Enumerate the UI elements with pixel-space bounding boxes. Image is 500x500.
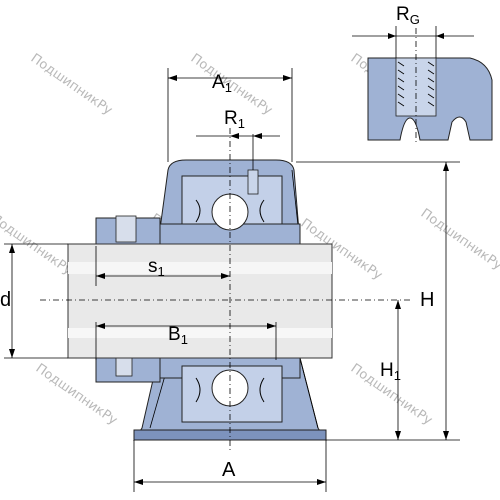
seals-lower <box>195 377 265 403</box>
d-label: d <box>0 289 11 311</box>
grease-nipple-bore <box>247 169 259 195</box>
h1-label: H1 <box>380 360 401 383</box>
r1-label: R1 <box>224 108 245 131</box>
watermark-1: ПодшипникРу <box>28 51 115 118</box>
shaft <box>67 243 333 359</box>
dim-h: H <box>296 161 460 441</box>
watermark-7: ПодшипникРу <box>418 206 500 273</box>
dim-a: A <box>133 440 327 492</box>
dim-s1: s1 <box>95 246 230 286</box>
seals-upper <box>195 199 265 223</box>
rg-label: RG <box>396 4 420 27</box>
set-screw-lower <box>115 357 133 377</box>
h-label: H <box>420 289 434 311</box>
dim-r1: R1 <box>196 108 280 170</box>
set-screw-upper <box>115 215 137 243</box>
rg-thread-lines <box>397 61 435 107</box>
dim-h1: H1 <box>380 300 401 440</box>
dim-d: d <box>0 243 68 359</box>
watermark-4: ПодшипникРу <box>0 211 75 278</box>
dim-a1: A1 <box>167 68 293 162</box>
locking-collar <box>95 215 161 383</box>
rg-detail: RG <box>352 4 493 142</box>
s1-label: s1 <box>148 256 165 279</box>
b1-label: B1 <box>168 324 188 347</box>
dim-b1: B1 <box>95 322 277 360</box>
a1-label: A1 <box>212 72 232 95</box>
a-label: A <box>222 459 236 481</box>
